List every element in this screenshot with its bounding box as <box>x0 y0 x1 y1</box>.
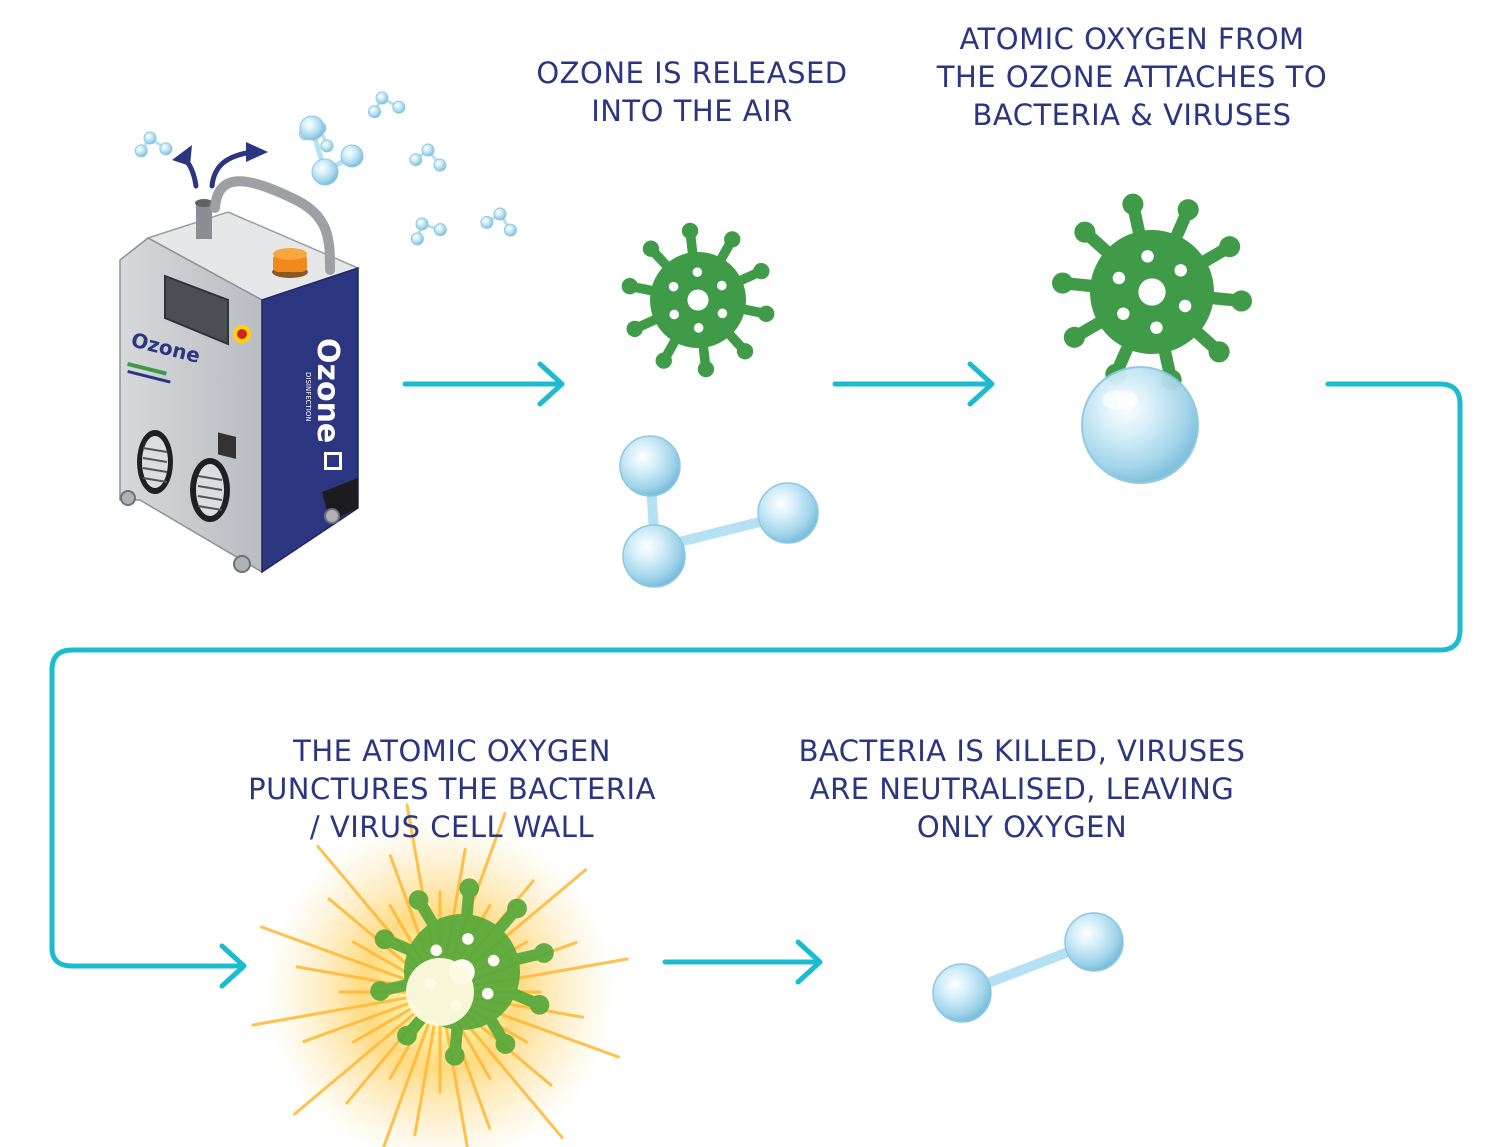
step-2-caption: ATOMIC OXYGEN FROM THE OZONE ATTACHES TO… <box>912 20 1352 134</box>
ozone-molecule-icon <box>134 131 173 158</box>
caption-line: ARE NEUTRALISED, LEAVING <box>809 772 1235 806</box>
caption-line: ATOMIC OXYGEN FROM <box>959 22 1305 56</box>
ozone-molecule-icon <box>619 435 819 588</box>
caption-line: BACTERIA IS KILLED, VIRUSES <box>798 734 1246 768</box>
ozone-machine-icon: Ozone Ozone DISINFECTION <box>119 176 361 574</box>
caption-line: INTO THE AIR <box>591 94 793 128</box>
caption-line: / VIRUS CELL WALL <box>309 810 595 844</box>
caption-line: ONLY OXYGEN <box>916 810 1128 844</box>
virus-icon <box>1052 193 1252 391</box>
step-1-caption: OZONE IS RELEASED INTO THE AIR <box>492 54 892 130</box>
caption-line: BACTERIA & VIRUSES <box>972 98 1292 132</box>
oxygen-atom-icon <box>1081 366 1199 484</box>
oxygen-molecule-icon <box>932 912 1124 1023</box>
exhaust-arrows-icon <box>172 142 268 189</box>
caption-line: OZONE IS RELEASED <box>536 56 848 90</box>
ozone-molecule-icon <box>368 91 406 119</box>
caption-line: THE ATOMIC OXYGEN <box>293 734 611 768</box>
ozone-molecule-icon <box>299 115 364 186</box>
ozone-molecule-icon <box>410 217 447 246</box>
ozone-molecule-icon <box>409 143 447 172</box>
caption-line: PUNCTURES THE BACTERIA <box>248 772 656 806</box>
step-3-caption: THE ATOMIC OXYGEN PUNCTURES THE BACTERIA… <box>232 732 672 846</box>
svg-text:Ozone: Ozone <box>310 338 345 443</box>
flow-arrow-icon <box>49 361 1463 989</box>
caption-line: THE OZONE ATTACHES TO <box>936 60 1328 94</box>
step-4-caption: BACTERIA IS KILLED, VIRUSES ARE NEUTRALI… <box>782 732 1262 846</box>
svg-text:DISINFECTION: DISINFECTION <box>304 372 312 422</box>
ozone-molecule-icon <box>480 207 517 237</box>
virus-icon <box>621 222 775 378</box>
ozone-molecule-cluster <box>134 91 517 246</box>
